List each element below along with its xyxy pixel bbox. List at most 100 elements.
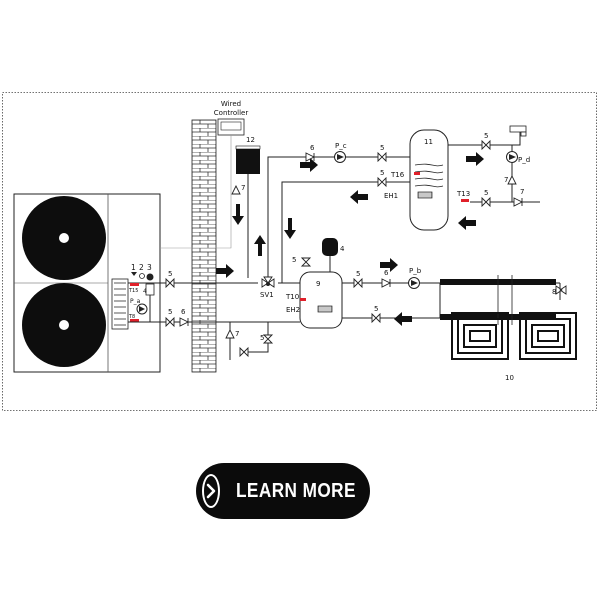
pump-p-d-icon [506, 151, 518, 163]
label-5: 5 [380, 169, 384, 177]
fan-grille-icon [22, 283, 106, 367]
flow-arrows [216, 152, 484, 326]
ball-valve-icon [239, 346, 249, 358]
label-5: 5 [292, 256, 296, 264]
ball-valve-icon [262, 334, 274, 344]
learn-more-label: LEARN MORE [236, 479, 356, 502]
label-5: 5 [484, 189, 488, 197]
ball-valve-icon [377, 176, 387, 188]
label-p-d: P_d [518, 156, 530, 164]
ball-valve-icon [353, 277, 363, 289]
label-sv1: SV1 [260, 291, 274, 299]
label-t16: T16 [390, 171, 405, 179]
label-5: 5 [168, 308, 172, 316]
label-4: 4 [143, 288, 147, 295]
label-5: 5 [168, 270, 172, 278]
flow-arrow-right-icon [216, 264, 234, 278]
label-9: 9 [316, 280, 320, 288]
ball-valve-icon [377, 151, 387, 163]
flow-arrow-right-icon [466, 152, 484, 166]
pipework [128, 128, 561, 360]
label-6: 6 [384, 269, 389, 277]
three-way-valve-sv1-icon [261, 276, 275, 288]
ball-valve-icon [481, 196, 491, 208]
label-12: 12 [246, 136, 255, 144]
label-5: 5 [484, 132, 488, 140]
controller-cable [160, 135, 232, 249]
sensor-t10-marker [300, 298, 306, 301]
controller-title-line2: Controller [214, 109, 249, 117]
pump-p-c-icon [334, 151, 346, 163]
label-10: 10 [505, 374, 514, 382]
check-valve-icon [305, 152, 316, 162]
flow-arrow-left-icon [394, 312, 412, 326]
check-valve-icon [507, 174, 517, 185]
label-t10: T10 [285, 293, 299, 301]
sensor-t15-marker [130, 283, 139, 286]
label-eh1: EH1 [384, 192, 398, 200]
expansion-tank-12-icon [235, 145, 261, 174]
ball-valve-icon [371, 312, 381, 324]
label-4b: 4 [340, 245, 345, 253]
label-p-a: P_a [130, 298, 141, 305]
outdoor-heat-pump-unit [13, 193, 161, 373]
label-5: 5 [380, 144, 384, 152]
check-valve-icon [381, 278, 392, 288]
label-11: 11 [424, 138, 433, 146]
plate-heat-exchanger-icon [111, 278, 129, 330]
check-valve-icon [179, 317, 190, 327]
ball-valve-icon [481, 139, 491, 151]
sensor-t13-marker [461, 199, 469, 202]
label-p-c: P_c [335, 142, 347, 150]
label-2: 2 [139, 263, 144, 272]
label-6: 6 [181, 308, 186, 316]
sensor-t8-marker [130, 319, 139, 322]
controller-title: Wired [221, 100, 241, 108]
flow-arrow-right-icon [300, 158, 318, 172]
flow-arrow-down-icon [232, 204, 244, 225]
dhw-tank-11 [409, 129, 449, 231]
label-7: 7 [520, 188, 524, 196]
brick-wall [191, 119, 217, 373]
pump-p-a-icon [136, 303, 148, 315]
wired-controller-icon [217, 118, 245, 136]
label-5: 5 [374, 305, 378, 313]
label-t13: T13 [456, 190, 470, 198]
check-valve-icon [513, 197, 524, 207]
ball-valve-icon [165, 277, 175, 289]
label-p-b: P_b [409, 267, 422, 275]
label-6: 6 [310, 144, 315, 152]
flow-arrow-right-icon [380, 258, 398, 272]
chevron-right-icon [202, 474, 220, 508]
expansion-tank-4-icon [322, 238, 338, 272]
fan-grille-icon [22, 196, 106, 280]
label-7: 7 [504, 176, 508, 184]
label-8: 8 [552, 288, 556, 296]
underfloor-coil-icon [519, 312, 577, 360]
label-5: 5 [260, 334, 264, 342]
label-5: 5 [356, 270, 360, 278]
check-valves [179, 152, 524, 339]
underfloor-manifold [440, 275, 556, 325]
tap-outlet-icon [509, 125, 527, 137]
sensor-t16-marker [414, 172, 420, 175]
ball-valves [165, 139, 491, 358]
label-1: 1 [131, 263, 136, 272]
buffer-tank-9 [299, 271, 343, 329]
label-3: 3 [147, 263, 152, 272]
valve-8-icon [555, 285, 567, 295]
diagram-frame [2, 92, 597, 411]
learn-more-button[interactable]: LEARN MORE [196, 463, 370, 519]
pump-p-b-icon [408, 277, 420, 289]
flow-arrow-left-icon [350, 190, 368, 204]
ball-valve-icon [165, 316, 175, 328]
underfloor-coil-icon [451, 312, 509, 360]
ball-valve-icon [300, 257, 312, 267]
flow-arrow-down-icon [284, 218, 296, 239]
label-eh2: EH2 [286, 306, 300, 314]
flow-arrow-left-icon [458, 216, 476, 230]
check-valve-icon [225, 328, 235, 339]
label-7: 7 [235, 330, 239, 338]
label-7: 7 [241, 184, 245, 192]
